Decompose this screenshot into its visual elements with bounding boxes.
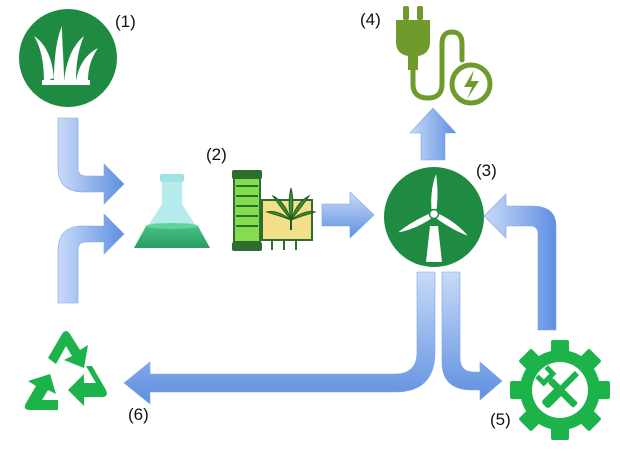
hemp-leaf-icon: [261, 187, 317, 250]
recycle-icon: [24, 331, 107, 410]
maintenance-gear-icon: [510, 340, 610, 440]
arrow-turbine-to-power: [409, 107, 457, 161]
stage-number-2: (2): [206, 145, 227, 164]
arrow-maintenance-to-turbine: [483, 193, 557, 331]
stage-number-6: (6): [128, 405, 149, 424]
arrow-turbine-to-maintenance: [441, 271, 503, 401]
flask-icon: [134, 174, 210, 248]
stage-number-1: (1): [115, 12, 136, 31]
arrow-turbine-to-recycle: [123, 271, 436, 405]
stage-number-3: (3): [476, 161, 497, 180]
stage-number-5: (5): [490, 410, 511, 429]
stage-number-4: (4): [360, 10, 381, 29]
wind-turbine-icon: [384, 167, 484, 267]
arrow-grass-to-processing: [57, 117, 125, 205]
arrow-processing-to-turbine: [321, 191, 375, 239]
grass-icon: [19, 9, 117, 107]
fiber-spool-icon: [232, 170, 262, 251]
power-plug-icon: [396, 6, 493, 106]
arrow-recycle-to-processing: [57, 213, 125, 304]
